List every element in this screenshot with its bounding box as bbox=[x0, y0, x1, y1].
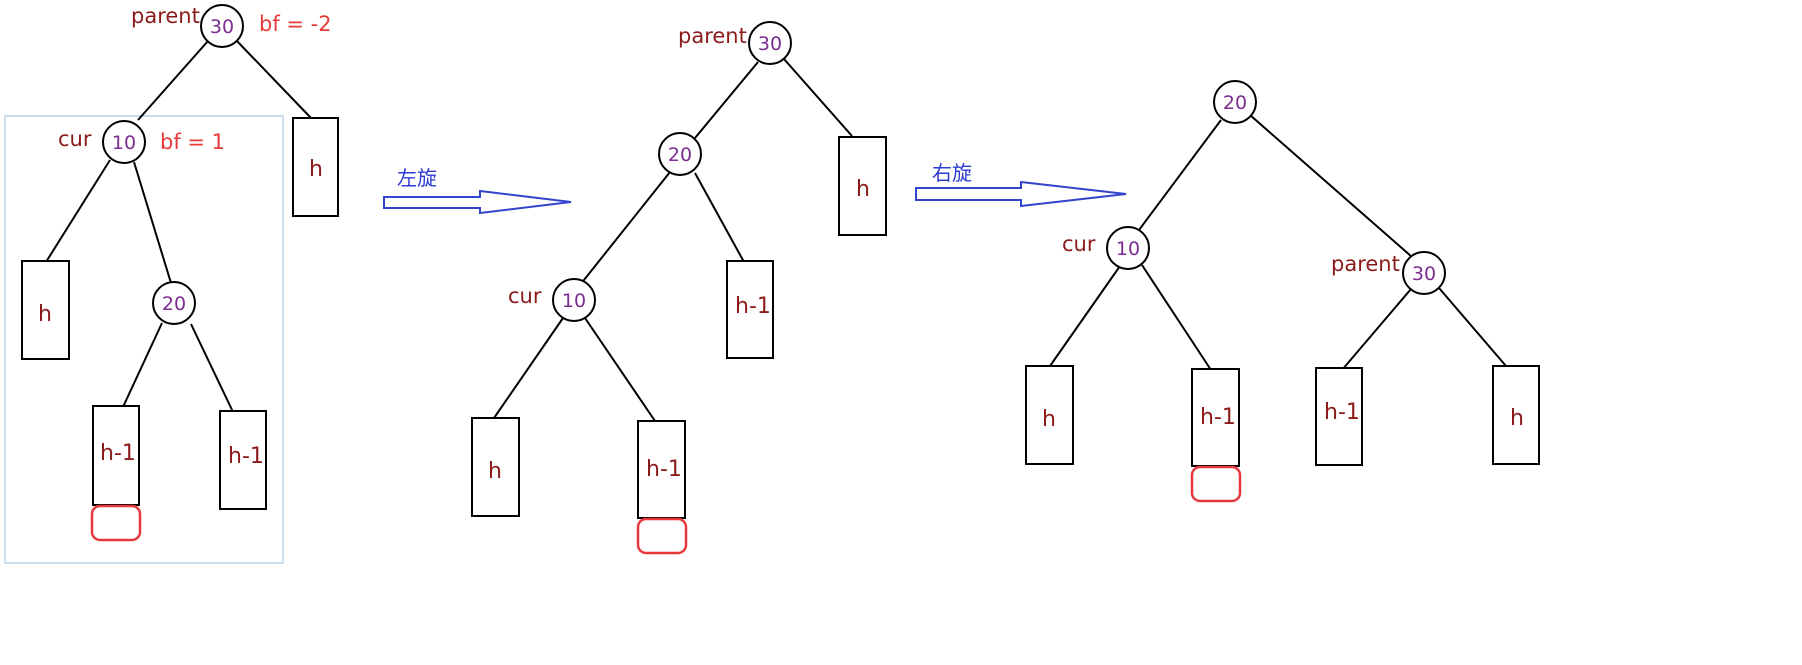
stage-2-edges bbox=[493, 58, 853, 422]
cur-tag: cur bbox=[1062, 232, 1096, 256]
node-10-value: 10 bbox=[112, 132, 136, 154]
stage-1-edges bbox=[45, 39, 312, 413]
node-10-value: 10 bbox=[1116, 238, 1140, 260]
node-20-value: 20 bbox=[162, 293, 186, 315]
subtree-h-1: h-1 bbox=[726, 260, 774, 359]
arrow-left-rotate: 左旋 bbox=[383, 166, 572, 215]
node-10: 10 bbox=[552, 278, 596, 322]
subtree-cur-left-h: h bbox=[1025, 365, 1074, 465]
subtree-left-h: h bbox=[471, 417, 520, 517]
parent-tag: parent bbox=[131, 4, 200, 28]
node-20-value: 20 bbox=[668, 144, 692, 166]
subtree-h-1-left: h-1 bbox=[92, 405, 140, 506]
parent-tag: parent bbox=[678, 24, 747, 48]
stage-2-after-left-rotation: 30 20 10 parent cur h h-1 h h-1 bbox=[471, 21, 887, 555]
stage-3-after-right-rotation: 20 10 30 cur parent h h-1 h-1 h bbox=[1025, 80, 1540, 503]
svg-text:h-1: h-1 bbox=[735, 294, 771, 319]
arrow-right-rotate: 右旋 bbox=[915, 161, 1127, 208]
node-30-value: 30 bbox=[1412, 263, 1436, 285]
node-20: 20 bbox=[152, 281, 196, 325]
cur-bf: bf = 1 bbox=[160, 130, 225, 154]
svg-text:h: h bbox=[488, 459, 502, 484]
node-20: 20 bbox=[1213, 80, 1257, 124]
arrow-right-rotate-label: 右旋 bbox=[932, 161, 972, 185]
inserted-node-highlight bbox=[636, 517, 688, 555]
svg-text:h-1: h-1 bbox=[1200, 405, 1236, 430]
node-10: 10 bbox=[1106, 226, 1150, 270]
svg-text:h-1: h-1 bbox=[228, 444, 264, 469]
svg-text:h: h bbox=[856, 177, 870, 202]
subtree-h-1-right: h-1 bbox=[219, 410, 267, 510]
svg-text:h-1: h-1 bbox=[1324, 400, 1360, 425]
node-10-value: 10 bbox=[562, 290, 586, 312]
svg-text:h: h bbox=[309, 157, 323, 182]
node-20: 20 bbox=[658, 132, 702, 176]
subtree-right-h: h bbox=[292, 117, 339, 217]
svg-text:h-1: h-1 bbox=[646, 457, 682, 482]
node-10: 10 bbox=[102, 120, 146, 164]
svg-text:h: h bbox=[1510, 406, 1524, 431]
inserted-node-highlight bbox=[1190, 465, 1242, 503]
node-30-value: 30 bbox=[758, 33, 782, 55]
subtree-right-h: h bbox=[838, 136, 887, 236]
node-30: 30 bbox=[1402, 251, 1446, 295]
node-30-value: 30 bbox=[210, 16, 234, 38]
stage-3-edges bbox=[1049, 114, 1507, 371]
node-20-value: 20 bbox=[1223, 92, 1247, 114]
node-30: 30 bbox=[748, 21, 792, 65]
subtree-h-1-cur-right: h-1 bbox=[637, 420, 686, 519]
svg-text:h: h bbox=[38, 302, 52, 327]
subtree-parent-left-h-1: h-1 bbox=[1315, 367, 1363, 466]
node-30: 30 bbox=[200, 4, 244, 48]
cur-tag: cur bbox=[508, 284, 542, 308]
parent-bf: bf = -2 bbox=[259, 12, 332, 36]
subtree-left-h: h bbox=[21, 260, 70, 360]
cur-tag: cur bbox=[58, 127, 92, 151]
svg-text:h-1: h-1 bbox=[100, 441, 136, 466]
svg-text:h: h bbox=[1042, 407, 1056, 432]
arrow-left-rotate-label: 左旋 bbox=[397, 166, 437, 190]
cur-subtree-frame bbox=[4, 115, 284, 564]
inserted-node-highlight bbox=[90, 504, 142, 542]
parent-tag: parent bbox=[1331, 252, 1400, 276]
subtree-cur-right-h-1: h-1 bbox=[1191, 368, 1240, 467]
subtree-parent-right-h: h bbox=[1492, 365, 1540, 465]
stage-1-before-rotation: 30 10 20 parent bf = -2 cur bf = 1 h h h… bbox=[4, 4, 339, 564]
